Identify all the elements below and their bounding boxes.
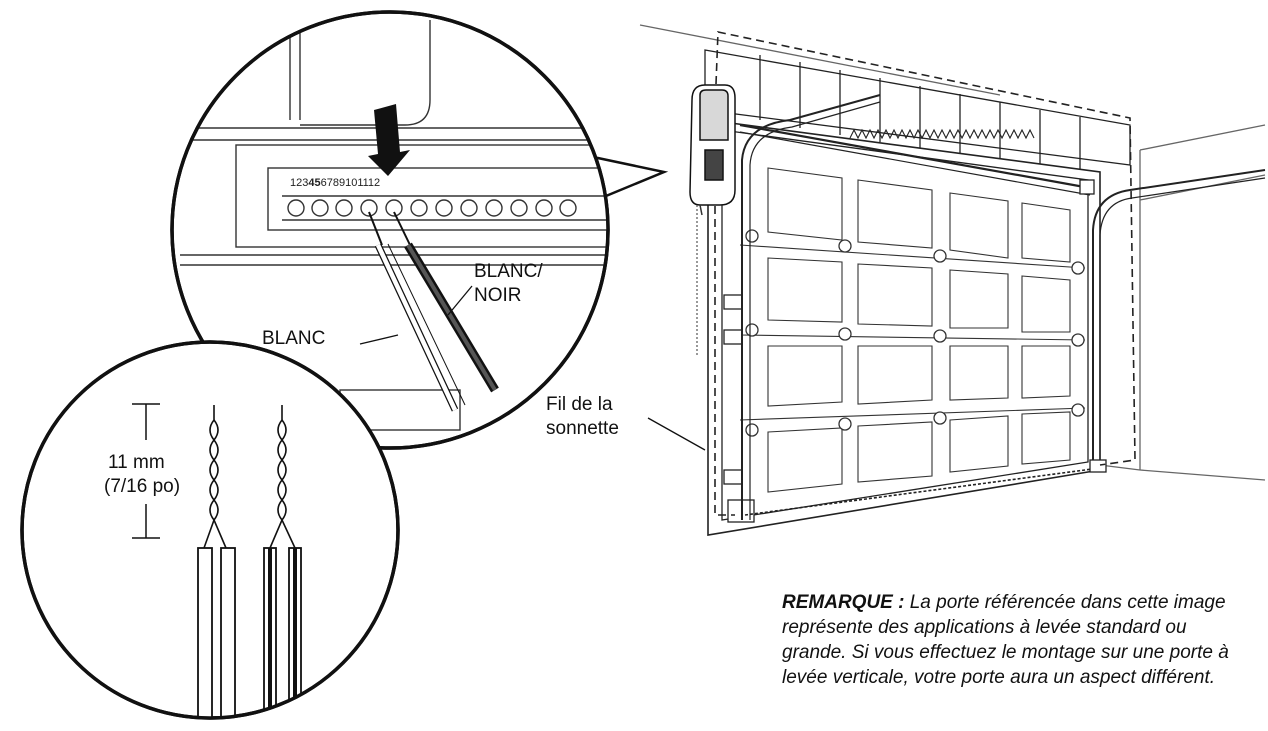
label-strip-length-2: (7/16 po) <box>104 476 180 497</box>
wire-strip-magnifier <box>20 340 400 720</box>
label-bell-wire-2: sonnette <box>546 418 619 439</box>
remark-note: REMARQUE : La porte référencée dans cett… <box>782 590 1252 690</box>
bell-wire-route <box>714 31 1136 466</box>
terminal-numbers: 123456789101112 <box>290 177 380 189</box>
door-panels <box>739 167 1086 493</box>
down-arrow-icon <box>368 104 410 176</box>
label-blanc-noir-1: BLANC/ <box>474 261 543 282</box>
label-blanc-noir-2: NOIR <box>474 285 522 306</box>
door-hinges <box>745 229 1085 437</box>
torsion-spring <box>739 123 1095 196</box>
terminal-screws <box>282 195 608 221</box>
terminal-magnifier <box>170 10 669 450</box>
label-blanc: BLANC <box>262 328 325 349</box>
label-bell-wire-1: Fil de la <box>546 394 613 415</box>
wire-pair <box>368 211 499 412</box>
door-opener-unit <box>689 84 736 355</box>
remark-heading: REMARQUE : <box>782 592 905 613</box>
label-strip-length-1: 11 mm <box>108 452 165 473</box>
remark-body: La porte référencée dans cette image rep… <box>782 592 1229 688</box>
garage-door-scene <box>639 24 1266 536</box>
